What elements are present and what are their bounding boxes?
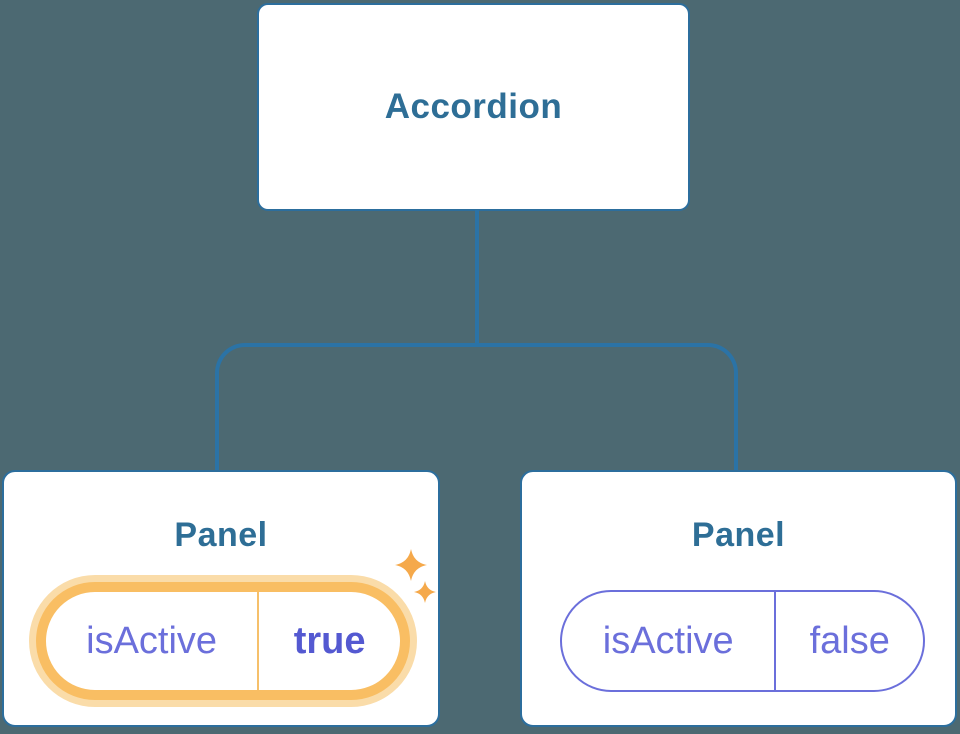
panel-title: Panel [691,516,786,554]
panel-title: Panel [174,516,268,554]
panel-node-inactive: Panel isActive false [520,470,957,727]
prop-value-cell: true [259,592,400,690]
prop-value-label: true [293,619,366,662]
prop-value-cell: false [776,592,923,690]
connector-stem [475,210,479,345]
state-pill-active: isActive true [36,582,410,700]
sparkle-small-icon [414,581,436,603]
prop-name-label: isActive [86,619,218,662]
state-pill-active-glow: isActive true [29,575,417,707]
pill-divider [257,592,260,690]
connector-bracket [215,343,738,470]
accordion-label: Accordion [384,87,563,126]
accordion-node: Accordion [257,3,690,211]
state-pill-inactive: isActive false [560,590,925,692]
panel-node-active: Panel isActive true [2,470,440,727]
pill-divider [774,592,777,690]
prop-name-label: isActive [602,619,734,662]
sparkle-large-icon [395,549,427,581]
prop-name-cell: isActive [562,592,774,690]
prop-name-cell: isActive [46,592,257,690]
prop-value-label: false [809,619,890,662]
